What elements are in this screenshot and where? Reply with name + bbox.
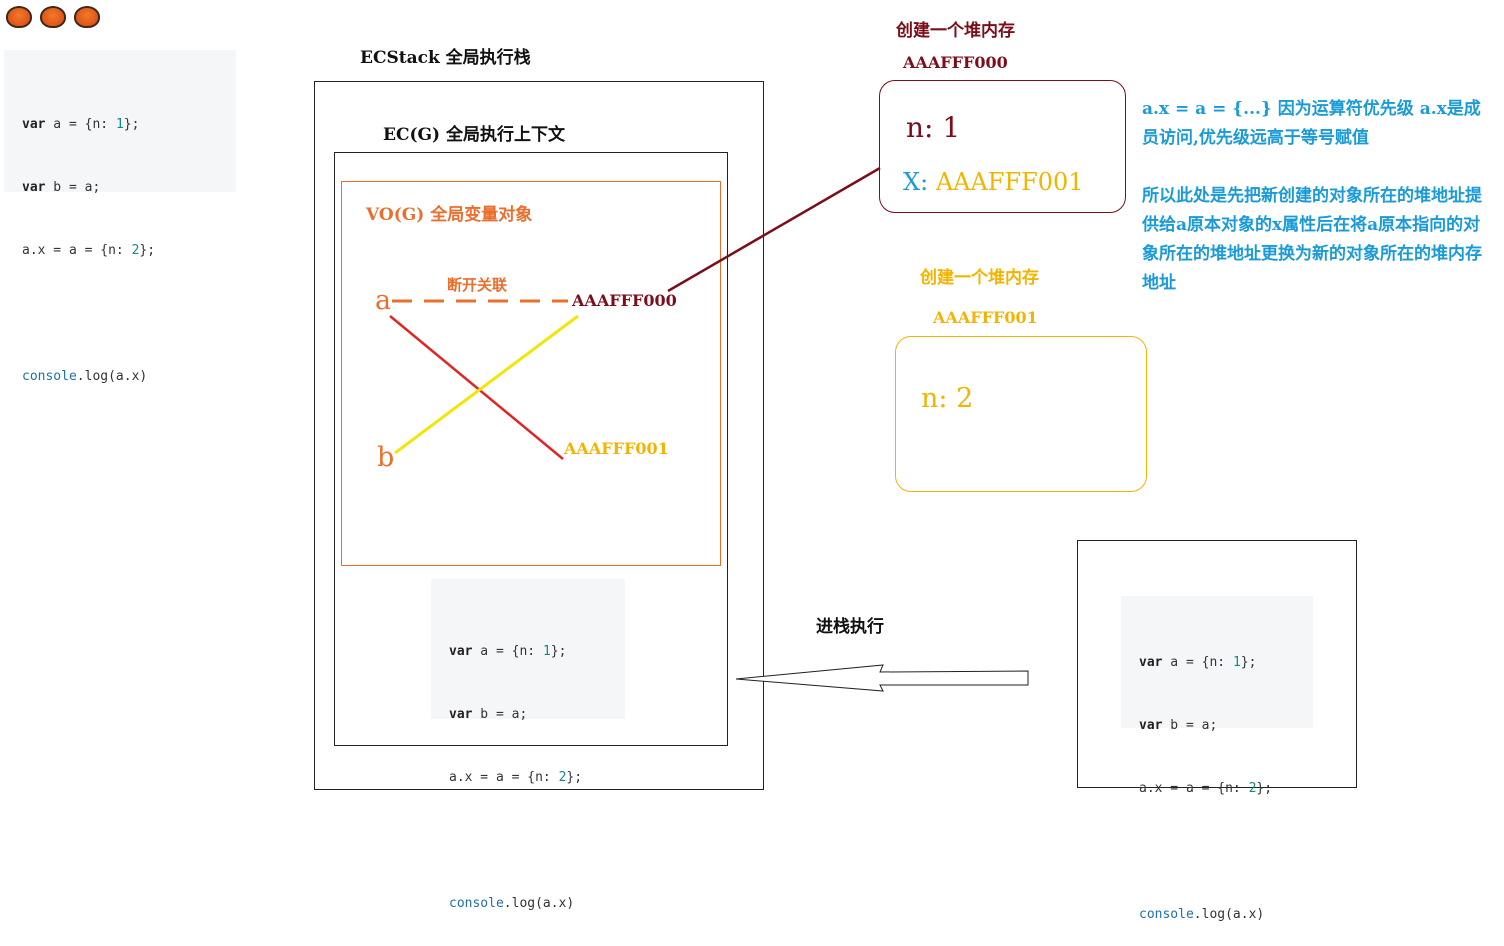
heap1-address: AAAFFF000 bbox=[903, 53, 1008, 72]
code-line-4 bbox=[1139, 841, 1295, 862]
ecstack-box bbox=[314, 81, 764, 790]
orange-dot-icon[interactable] bbox=[74, 6, 100, 28]
heap2-create-label: 创建一个堆内存 bbox=[920, 268, 1039, 288]
code-block-source: var a = {n: 1}; var b = a; a.x = a = {n:… bbox=[4, 50, 236, 384]
a-to-heap2-line bbox=[389, 315, 564, 460]
code-line-1: var a = {n: 1}; bbox=[449, 644, 567, 659]
heap1-create-label: 创建一个堆内存 bbox=[896, 21, 1015, 41]
heap2-box bbox=[895, 336, 1147, 492]
ec-global-box bbox=[334, 152, 728, 746]
code-line-4 bbox=[449, 830, 607, 851]
heap1-x-key: X: bbox=[903, 168, 929, 196]
addr000-to-heap1-line bbox=[667, 166, 881, 293]
code-line-3: a.x = a = {n: 2}; bbox=[449, 770, 583, 785]
push-stack-label: 进栈执行 bbox=[816, 617, 884, 637]
vo-global-box bbox=[341, 181, 721, 566]
code-line-2: var b = a; bbox=[449, 707, 528, 722]
heap1-n-value: 1 bbox=[942, 111, 961, 144]
code-line-3: a.x = a = {n: 2}; bbox=[22, 243, 156, 258]
code-line-3: a.x = a = {n: 2}; bbox=[1139, 781, 1273, 796]
orange-dot-icon[interactable] bbox=[6, 6, 32, 28]
var-b-label: b bbox=[377, 442, 394, 473]
code-line-1: var a = {n: 1}; bbox=[22, 117, 140, 132]
orange-dot-icon[interactable] bbox=[40, 6, 66, 28]
heap1-prop-n: n: 1 bbox=[906, 111, 960, 144]
code-line-5: console.log(a.x) bbox=[22, 369, 148, 384]
note-paragraph-2: 所以此处是先把新创建的对象所在的堆地址提供给a原本对象的x属性后在将a原本指向的… bbox=[1142, 186, 1482, 293]
code-line-5: console.log(a.x) bbox=[1139, 907, 1265, 922]
addr-000-label: AAAFFF000 bbox=[571, 291, 677, 310]
code-line-5: console.log(a.x) bbox=[449, 896, 575, 911]
diagram-lines: a b 断开关联 AAAFFF000 AAAFFF001 bbox=[375, 166, 1029, 692]
ecstack-title: ECStack 全局执行栈 bbox=[360, 48, 531, 68]
heap2-address: AAAFFF001 bbox=[933, 308, 1038, 327]
addr-001-label: AAAFFF001 bbox=[563, 439, 669, 458]
var-a-label: a bbox=[375, 285, 391, 316]
code-line-1: var a = {n: 1}; bbox=[1139, 655, 1257, 670]
b-to-heap1-line bbox=[394, 314, 579, 455]
note-paragraph-1: a.x = a = {...} 因为运算符优先级 a.x是成员访问,优先级远高于… bbox=[1142, 99, 1481, 148]
heap1-n-key: n: bbox=[906, 111, 934, 144]
window-controls bbox=[6, 6, 100, 28]
disconnect-label: 断开关联 bbox=[447, 276, 508, 294]
heap1-x-value: AAAFFF001 bbox=[935, 168, 1084, 196]
ec-global-title: EC(G) 全局执行上下文 bbox=[383, 125, 566, 145]
precedence-note: a.x = a = {...} 因为运算符优先级 a.x是成员访问,优先级远高于… bbox=[1142, 95, 1492, 298]
vo-global-title: VO(G) 全局变量对象 bbox=[366, 205, 533, 225]
code-line-2: var b = a; bbox=[22, 180, 101, 195]
heap1-box bbox=[879, 80, 1126, 213]
heap1-prop-x: X: AAAFFF001 bbox=[903, 168, 1084, 196]
push-arrow-icon bbox=[735, 664, 1029, 692]
code-line-2: var b = a; bbox=[1139, 718, 1218, 733]
heap2-prop-n: n: 2 bbox=[921, 383, 974, 414]
code-source-box bbox=[1077, 540, 1357, 788]
